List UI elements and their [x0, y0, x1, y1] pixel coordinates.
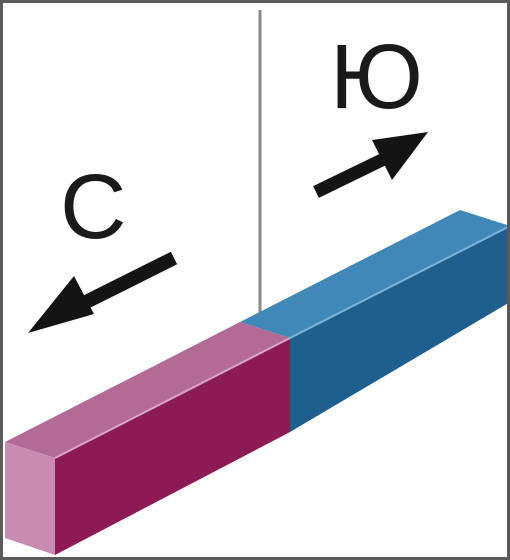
- south-pole-front-face: [290, 226, 510, 432]
- arrow-right-up-icon: [313, 132, 428, 198]
- arrow-left-down-icon: [28, 251, 178, 333]
- south-pole-top-face: [240, 210, 510, 338]
- north-pole-end-face: [5, 442, 55, 555]
- south-pole-segment: [240, 210, 510, 432]
- north-pole-top-face: [5, 322, 290, 458]
- north-pole-label: С: [60, 156, 126, 258]
- north-pole-front-face: [55, 338, 290, 555]
- bar-magnet: [5, 210, 510, 555]
- north-pole-segment: [5, 322, 291, 555]
- south-pole-label: Ю: [330, 26, 423, 128]
